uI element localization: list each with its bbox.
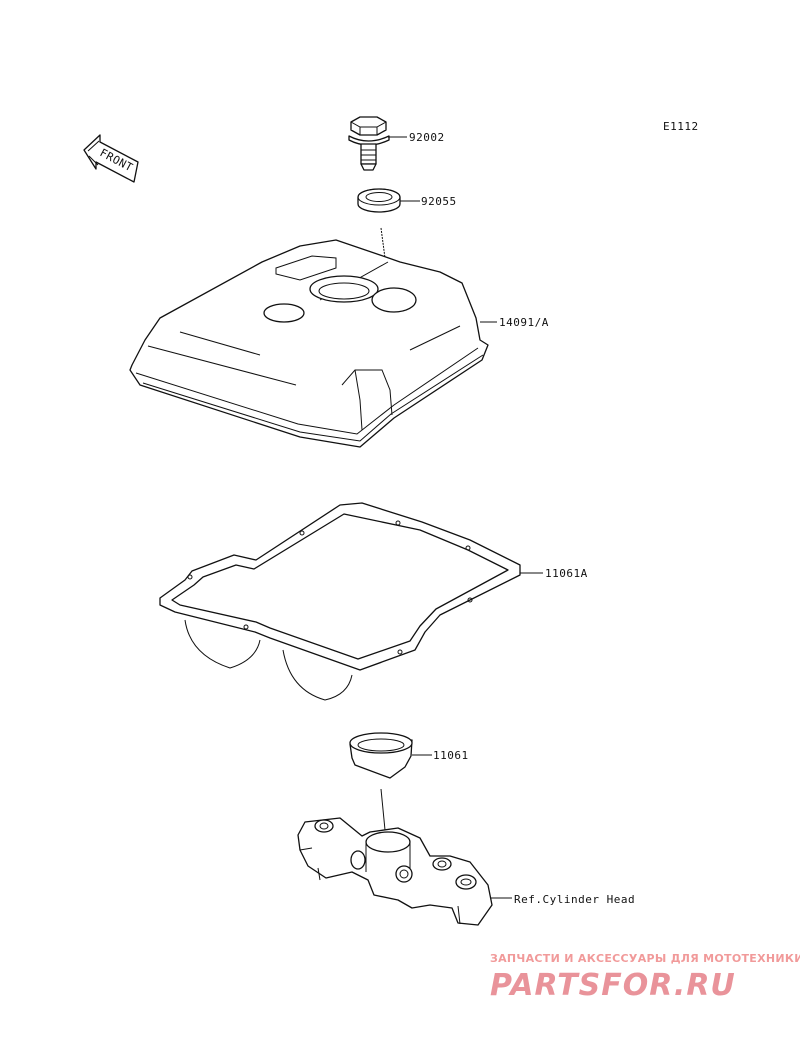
gasket-11061a (159, 502, 521, 701)
label-14091a: 14091/A (499, 316, 549, 329)
assembly-line-seal (380, 788, 386, 831)
label-11061a: 11061A (545, 567, 588, 580)
label-ref-cylinder-head: Ref.Cylinder Head (514, 893, 635, 906)
cylinder-head-reference (297, 817, 493, 926)
label-92055: 92055 (421, 195, 457, 208)
watermark: ЗАПЧАСТИ И АКСЕССУАРЫ ДЛЯ МОТОТЕХНИКИ PA… (490, 952, 800, 1003)
cylinder-head-cover-14091a (129, 239, 489, 448)
bolt-92002 (348, 116, 390, 171)
front-direction-arrow: FRONT (83, 134, 139, 183)
watermark-logo: PARTSFOR.RU (490, 968, 736, 1003)
label-11061: 11061 (433, 749, 469, 762)
washer-92055 (357, 188, 401, 213)
diagram-code: E1112 (663, 120, 699, 133)
watermark-tagline: ЗАПЧАСТИ И АКСЕССУАРЫ ДЛЯ МОТОТЕХНИКИ (490, 952, 800, 965)
label-92002: 92002 (409, 131, 445, 144)
plug-seal-11061 (349, 732, 413, 779)
